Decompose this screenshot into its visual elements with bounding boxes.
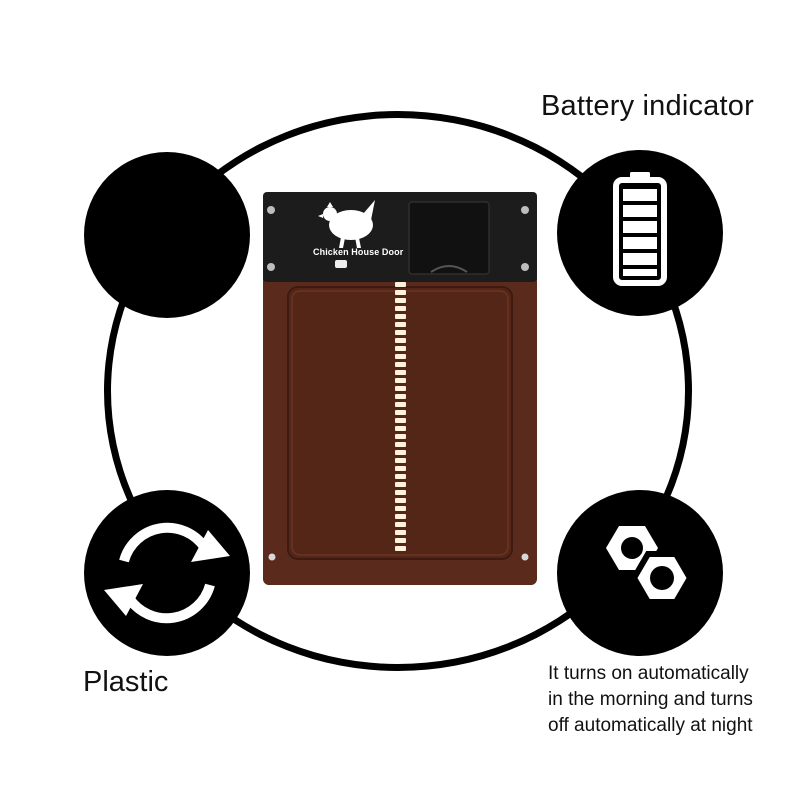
led-segment — [395, 354, 406, 359]
led-segment — [395, 330, 406, 335]
battery-indicator-label: Battery indicator — [541, 90, 754, 122]
led-segment — [395, 538, 406, 543]
led-segment — [395, 498, 406, 503]
auto-timer-description: It turns on automatically in the morning… — [548, 661, 788, 739]
hex-nuts-badge — [557, 490, 723, 656]
auto-line-3: off automatically at night — [548, 715, 753, 736]
led-segment — [395, 426, 406, 431]
led-segment — [395, 450, 406, 455]
led-segment — [395, 290, 406, 295]
chicken-logo-icon — [318, 200, 375, 248]
door-illustration — [263, 192, 537, 585]
led-segment — [395, 434, 406, 439]
feature-ring — [104, 111, 692, 671]
led-segment — [395, 506, 406, 511]
led-segment — [395, 410, 406, 415]
led-segment — [395, 522, 406, 527]
led-segment — [395, 346, 406, 351]
led-segment — [395, 402, 406, 407]
led-segment — [395, 378, 406, 383]
auto-line-1: It turns on automatically — [548, 663, 749, 684]
led-segment — [395, 338, 406, 343]
led-segment — [395, 482, 406, 487]
battery-icon — [613, 172, 667, 286]
led-segment — [395, 362, 406, 367]
material-label: Plastic — [83, 666, 169, 698]
door-brand-text: Chicken House Door — [313, 247, 404, 257]
led-segment — [395, 322, 406, 327]
blank-feature-badge — [84, 152, 250, 318]
led-segment — [395, 370, 406, 375]
chicken-door-product: Chicken House Door — [263, 192, 537, 590]
led-segment — [395, 418, 406, 423]
led-segment — [395, 306, 406, 311]
battery-badge — [557, 150, 723, 316]
refresh-icon — [104, 522, 230, 624]
led-segment — [395, 474, 406, 479]
led-segment — [395, 458, 406, 463]
led-segment — [395, 530, 406, 535]
hex-nuts-icon — [606, 526, 694, 605]
auto-line-2: in the morning and turns — [548, 689, 753, 710]
led-segment — [395, 314, 406, 319]
led-segment — [395, 394, 406, 399]
led-segment — [395, 490, 406, 495]
led-segment — [395, 282, 406, 287]
led-segment — [395, 514, 406, 519]
led-segment — [395, 386, 406, 391]
led-segment — [395, 298, 406, 303]
led-strip — [395, 282, 406, 551]
led-segment — [395, 546, 406, 551]
refresh-badge — [84, 490, 250, 656]
led-segment — [395, 466, 406, 471]
led-segment — [395, 442, 406, 447]
